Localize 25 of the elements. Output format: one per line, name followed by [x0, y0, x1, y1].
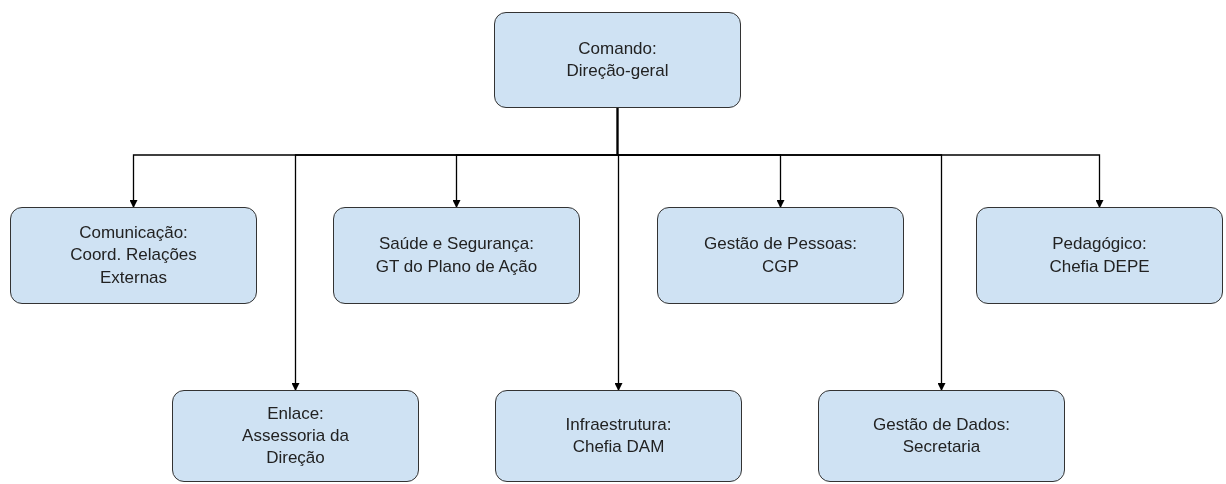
box-text: Comunicação:	[79, 222, 188, 245]
box-text: Gestão de Pessoas:	[703, 233, 858, 256]
org-box	[333, 207, 580, 304]
org-box	[976, 207, 1223, 304]
box-text: GT do Plano de Ação	[375, 255, 538, 278]
box-text: Coord. Relações Externas	[69, 244, 198, 289]
org-box	[495, 390, 742, 482]
box-text: Chefia DEPE	[1049, 255, 1150, 278]
box-text: Direção-geral	[566, 60, 669, 82]
box-text: Enlace:	[267, 402, 324, 425]
box-text: Infraestrutura:	[565, 413, 672, 436]
box-text: Saúde e Segurança:	[379, 233, 534, 256]
org-box	[818, 390, 1065, 482]
box-text: Pedagógico:	[1052, 233, 1147, 256]
org-box	[10, 207, 257, 304]
box-text: Comando:	[578, 37, 657, 60]
box-text: Gestão de Dados:	[873, 413, 1010, 436]
box-text: Secretaria	[902, 436, 981, 458]
box-text: CGP	[762, 255, 799, 278]
connector-arrow	[616, 107, 1104, 208]
box-text: Chefia DAM	[572, 436, 665, 458]
org-box	[172, 390, 419, 482]
org-box	[494, 12, 741, 108]
box-text: Assessoria da Direção	[241, 424, 350, 470]
org-box	[657, 207, 904, 304]
